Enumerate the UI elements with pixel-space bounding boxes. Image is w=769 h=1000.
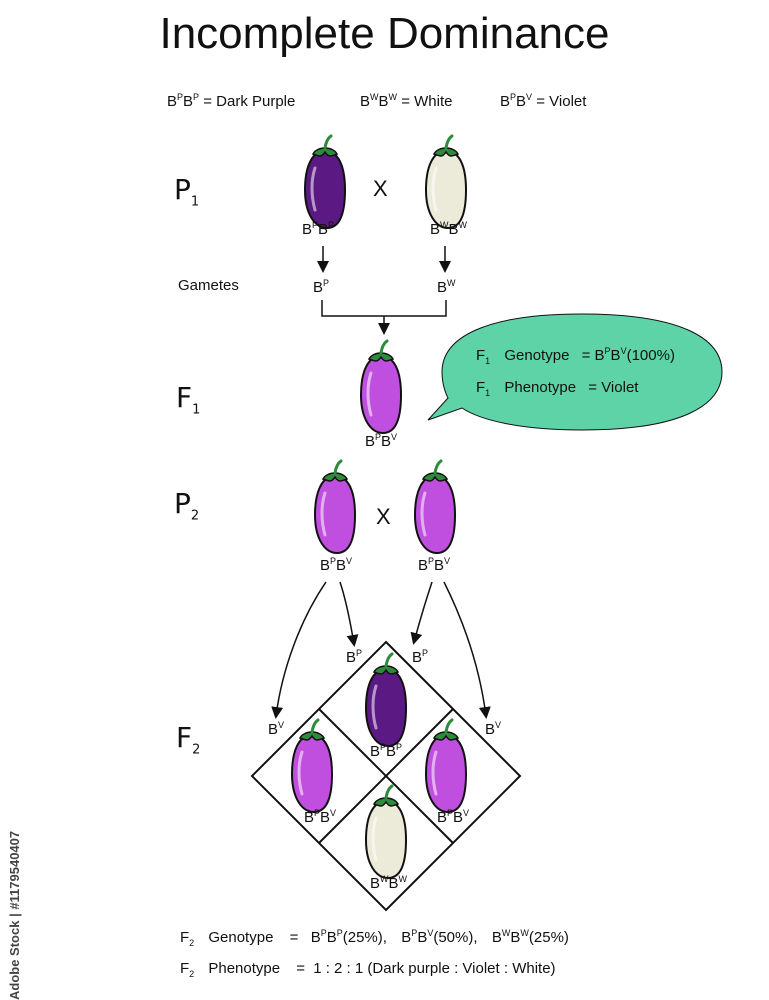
label-p1: P1 [174, 173, 200, 210]
arrow-p2-right-to-top [410, 581, 433, 645]
label-p2: P2 [174, 487, 200, 524]
p1-right-genotype: BWBW [430, 220, 468, 238]
punnett-gamete-left: BV [268, 720, 285, 738]
legend-violet: BPBV = Violet [500, 92, 587, 110]
arrow-p2-left-to-left [271, 581, 327, 719]
bubble-genotype-line: F1 Genotype = BPBV(100%) [476, 346, 675, 366]
p1-white-eggplant [424, 134, 468, 230]
f2-genotype-line: F2 Genotype = BPBP(25%), BPBV(50%), BWBW… [180, 928, 569, 948]
cross-symbol-p2: X [376, 504, 391, 529]
p2-right-genotype: BPBV [418, 556, 451, 574]
arrow-p2-left-to-top [339, 581, 359, 647]
p1-left-genotype: BPBP [302, 220, 335, 238]
arrow-p2-right-to-right [443, 581, 491, 719]
stock-watermark: Adobe Stock | #1179540407 [7, 830, 22, 1000]
gametes-label: Gametes [178, 277, 239, 294]
punnett-outer-diamond [250, 640, 522, 912]
p2-left-violet-eggplant [313, 459, 357, 555]
punnett-right-eggplant [424, 718, 468, 814]
legend-white: BWBW = White [360, 92, 453, 110]
legend-dark-purple: BPBP = Dark Purple [167, 92, 296, 110]
p1-dark-purple-eggplant [303, 134, 347, 230]
cross-symbol-p1: X [373, 176, 388, 201]
punnett-bottom-genotype: BWBW [370, 874, 408, 892]
punnett-gamete-top-left: BP [346, 648, 363, 666]
punnett-gamete-top-right: BP [412, 648, 429, 666]
gamete-bracket [321, 300, 447, 317]
punnett-left-eggplant [290, 718, 334, 814]
punnett-bottom-eggplant [364, 784, 408, 880]
f1-violet-eggplant [359, 339, 403, 435]
label-f2: F2 [176, 721, 201, 758]
punnett-divider-2 [318, 708, 454, 844]
punnett-right-genotype: BPBV [437, 808, 470, 826]
gamete-right: BW [437, 278, 456, 296]
f2-phenotype-line: F2 Phenotype = 1 : 2 : 1 (Dark purple : … [180, 960, 556, 979]
page-title: Incomplete Dominance [159, 9, 610, 58]
punnett-left-genotype: BPBV [304, 808, 337, 826]
punnett-gamete-right: BV [485, 720, 502, 738]
p2-right-violet-eggplant [413, 459, 457, 555]
f1-genotype: BPBV [365, 432, 398, 450]
gamete-left: BP [313, 278, 330, 296]
label-f1: F1 [176, 381, 201, 418]
p2-left-genotype: BPBV [320, 556, 353, 574]
bubble-phenotype-line: F1 Phenotype = Violet [476, 379, 639, 398]
punnett-top-genotype: BPBP [370, 742, 403, 760]
punnett-top-eggplant [364, 652, 408, 748]
speech-bubble [427, 313, 723, 431]
